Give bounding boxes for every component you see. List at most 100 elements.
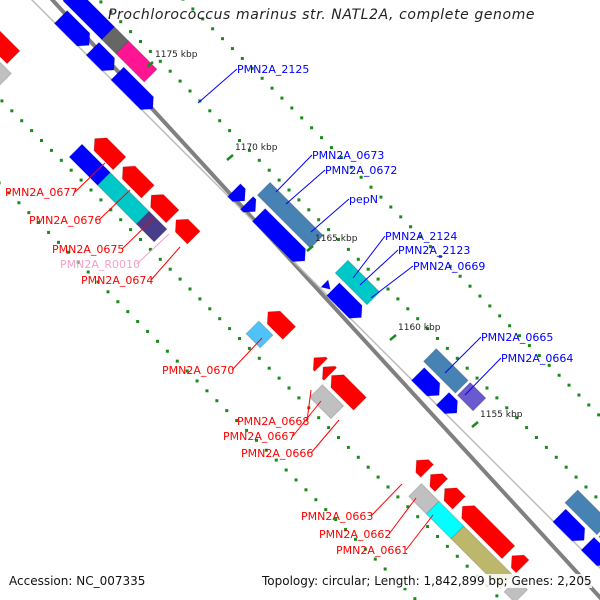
tick-dot xyxy=(314,498,318,502)
gene-forward xyxy=(239,195,257,213)
tick-dot xyxy=(66,250,70,254)
tick-dot xyxy=(508,324,512,328)
tick-dot xyxy=(40,139,44,143)
gene-reverse xyxy=(330,374,367,411)
gene-body xyxy=(110,66,154,111)
gene-forward xyxy=(226,183,246,203)
tick-dot xyxy=(277,178,281,182)
tick-dot xyxy=(327,228,331,232)
tick-dot xyxy=(146,329,150,333)
gene-forward xyxy=(115,40,158,83)
tick-dot xyxy=(505,406,509,410)
gene-body xyxy=(330,374,367,411)
tick-dot xyxy=(339,155,343,159)
gene-label: PMN2A_R0010 xyxy=(60,258,140,271)
gene-reverse xyxy=(174,218,201,245)
tick-dot xyxy=(567,383,571,387)
tick-dot xyxy=(201,17,205,21)
gene-reverse xyxy=(93,137,127,171)
tick-dot xyxy=(260,76,264,80)
tick-dot xyxy=(455,356,459,360)
gene-forward xyxy=(580,536,600,567)
gene-forward xyxy=(552,508,586,542)
tick-dot xyxy=(69,168,73,172)
tick-dot xyxy=(419,235,423,239)
tick-dot xyxy=(297,198,301,202)
tick-dot xyxy=(274,458,278,462)
tick-dot xyxy=(27,211,31,215)
tick-dot xyxy=(373,557,377,561)
map-title: Prochlorococcus marinus str. NATL2A, com… xyxy=(108,7,536,23)
gene-label-leader xyxy=(136,233,170,265)
tick-dot xyxy=(240,56,244,60)
tick-dot xyxy=(534,435,538,439)
tick-dot xyxy=(86,270,90,274)
tick-dot xyxy=(525,426,529,430)
tick-dot xyxy=(329,146,333,150)
tick-dot xyxy=(208,109,212,113)
gene-body xyxy=(435,391,459,415)
tick-dot xyxy=(495,396,499,400)
gene-body xyxy=(552,508,586,542)
tick-dot xyxy=(89,188,93,192)
gene-label: PMN2A_0666 xyxy=(241,447,313,460)
tick-dot xyxy=(245,428,249,432)
tick-dot xyxy=(116,300,120,304)
tick-dot xyxy=(448,264,452,268)
tick-dot xyxy=(139,238,143,242)
tick-dot xyxy=(168,69,172,73)
tick-dot xyxy=(230,47,234,51)
tick-dot xyxy=(119,20,123,24)
gene-body xyxy=(320,279,331,290)
gene-label-leader xyxy=(150,246,181,281)
tick-dot xyxy=(396,297,400,301)
tick-dot xyxy=(235,419,239,423)
tick-dot xyxy=(270,86,274,90)
tick-dot xyxy=(126,310,130,314)
gene-body xyxy=(135,210,168,243)
gene-label: PMN2A_2125 xyxy=(237,63,309,76)
tick-dot xyxy=(428,245,432,249)
gene-forward xyxy=(334,259,381,306)
gene-forward xyxy=(53,9,91,47)
gene-body xyxy=(0,30,21,65)
tick-dot xyxy=(468,284,472,288)
kbp-tick-mark xyxy=(226,154,234,161)
tick-dot xyxy=(221,37,225,41)
tick-dot xyxy=(158,59,162,63)
tick-dot xyxy=(257,158,261,162)
gene-label: PMN2A_0668 xyxy=(237,415,309,428)
tick-dot xyxy=(406,307,410,311)
tick-dot xyxy=(359,175,363,179)
tick-dot xyxy=(188,287,192,291)
tick-dot xyxy=(356,257,360,261)
gene-reverse xyxy=(429,473,449,493)
gene-forward xyxy=(320,279,331,290)
gene-label: PMN2A_0667 xyxy=(223,430,295,443)
gene-label-leader xyxy=(74,162,106,193)
kbp-tick-mark xyxy=(146,61,154,68)
gene-reverse xyxy=(135,210,168,243)
tick-dot xyxy=(324,508,328,512)
tick-dot xyxy=(0,99,4,103)
tick-dot xyxy=(297,396,301,400)
gene-body xyxy=(309,383,345,420)
tick-dot xyxy=(99,0,103,4)
tick-dot xyxy=(386,287,390,291)
gene-label: PMN2A_0676 xyxy=(29,214,101,227)
tick-dot xyxy=(346,445,350,449)
tick-dot xyxy=(597,413,600,417)
gene-reverse xyxy=(0,30,21,65)
gene-reverse xyxy=(266,310,297,341)
gene-label-leader xyxy=(292,400,322,437)
tick-dot xyxy=(228,129,232,133)
gene-reverse xyxy=(309,383,345,420)
tick-dot xyxy=(445,346,449,350)
gene-reverse xyxy=(443,487,466,510)
gene-reverse xyxy=(321,365,338,382)
tick-dot xyxy=(168,267,172,271)
gene-body xyxy=(443,487,466,510)
tick-dot xyxy=(445,544,449,548)
